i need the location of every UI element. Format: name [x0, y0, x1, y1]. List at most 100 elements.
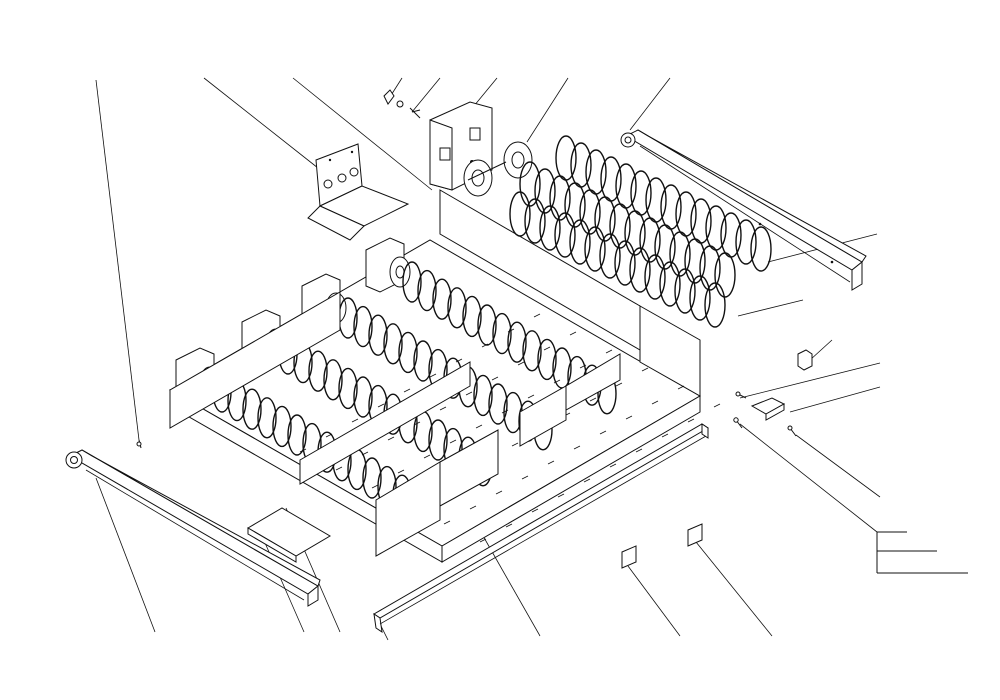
leader-line — [695, 541, 773, 637]
coil-loop — [338, 367, 358, 410]
floor-slot — [491, 376, 499, 381]
leader-line — [795, 434, 881, 498]
floor-slot — [495, 490, 503, 495]
floor-slot — [505, 523, 513, 528]
floor-slot — [599, 430, 607, 435]
floor-slot — [351, 418, 359, 423]
spring-screw — [733, 417, 743, 429]
coil-loop — [705, 205, 727, 251]
row-motor — [365, 237, 411, 293]
coil-loop — [615, 163, 637, 209]
floor-slot — [605, 349, 613, 354]
leader-line — [411, 77, 441, 113]
coil-loop — [714, 252, 736, 298]
coil-loop — [600, 156, 622, 202]
leader-line — [737, 299, 804, 317]
floor-slot — [641, 367, 649, 372]
coil-loop — [659, 261, 681, 307]
leader-line — [629, 77, 671, 131]
leader-line — [292, 77, 433, 191]
floor-slot — [469, 505, 477, 510]
floor-slot — [527, 394, 535, 399]
floor-slot — [387, 436, 395, 441]
coil-loop — [432, 278, 452, 320]
coil-loop — [398, 331, 418, 374]
coil-loop — [537, 338, 557, 381]
floor-slot — [553, 379, 561, 384]
coil-loop — [539, 205, 561, 251]
coil-loop — [645, 177, 667, 223]
leader-lines — [95, 77, 881, 641]
coil-loop — [569, 219, 591, 265]
coil-loop — [507, 321, 527, 363]
coil-loop — [477, 304, 497, 346]
floor-slot — [521, 475, 529, 480]
coil-loop — [362, 457, 382, 499]
floor-slot — [371, 484, 379, 489]
floor-slot — [511, 442, 519, 447]
leader-line — [789, 386, 881, 413]
left-rail — [65, 449, 321, 607]
floor-slot — [533, 313, 541, 318]
floor-slot — [449, 439, 457, 444]
floor-slot — [651, 400, 659, 405]
label-tag-a — [621, 545, 637, 569]
label-tag-b — [687, 523, 703, 547]
front-rail — [373, 423, 709, 634]
coil-loop — [704, 282, 726, 328]
floor-slot — [589, 397, 597, 402]
coil-loop — [524, 198, 546, 244]
clip-bracket — [750, 397, 786, 421]
small-screws — [383, 89, 421, 119]
coil-loop — [584, 226, 606, 272]
right-rail — [620, 129, 867, 291]
locator-pin — [136, 439, 142, 449]
coil-loop — [570, 142, 592, 188]
coil-loop — [599, 233, 621, 279]
coil-loop — [629, 247, 651, 293]
leader-line — [627, 565, 681, 637]
coil-loop — [402, 261, 422, 303]
floor-slot — [569, 331, 577, 336]
coil-loop — [614, 240, 636, 286]
coil-loop — [585, 149, 607, 195]
floor-slot — [615, 382, 623, 387]
support-bracket — [247, 507, 331, 563]
coil-loop — [242, 388, 262, 430]
coil-loop — [690, 198, 712, 244]
floor-slot — [609, 463, 617, 468]
floor-slot — [479, 538, 487, 543]
leader-line — [95, 477, 156, 633]
coil-loop — [287, 414, 307, 456]
coil-loop — [674, 268, 696, 314]
coil-loop — [660, 184, 682, 230]
floor-slot — [583, 478, 591, 483]
screw-small — [787, 425, 797, 437]
leader-line — [526, 77, 569, 143]
motor-bracket — [307, 143, 410, 241]
coil-loop — [428, 419, 448, 461]
coil-loop — [630, 170, 652, 216]
floor-slot — [557, 493, 565, 498]
floor-slot — [547, 460, 555, 465]
floor-slot — [573, 445, 581, 450]
coil-loop — [257, 397, 277, 439]
floor-slot — [397, 469, 405, 474]
coil-loop — [720, 212, 742, 258]
coil-loop — [272, 405, 292, 448]
floor-slot — [403, 388, 411, 393]
floor-slot — [443, 520, 451, 525]
coil-loop — [462, 295, 482, 338]
spiral-wheel — [463, 141, 533, 197]
floor-slot — [335, 466, 343, 471]
coil-loop — [509, 191, 531, 237]
pin-screw — [735, 391, 747, 399]
coil-loop — [644, 254, 666, 300]
leader-line — [203, 77, 319, 169]
floor-slot — [423, 454, 431, 459]
floor-slot — [465, 391, 473, 396]
floor-slot — [543, 346, 551, 351]
floor-slot — [377, 403, 385, 408]
floor-slot — [687, 418, 695, 423]
coil-loop — [417, 269, 437, 312]
